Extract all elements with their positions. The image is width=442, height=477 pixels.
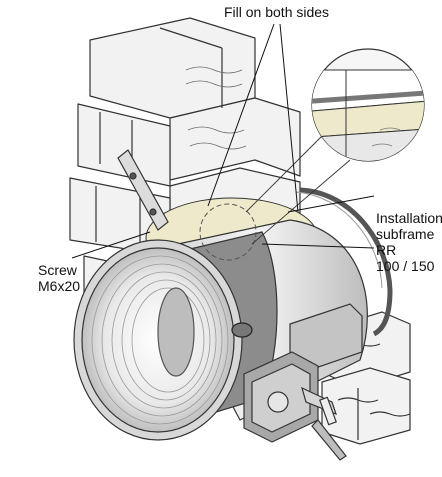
installation-subframe [295, 187, 393, 337]
screw-head-bottom [149, 208, 157, 216]
actuator-knob [267, 391, 289, 413]
leader-installation [287, 195, 375, 213]
label-screw: Screw M6x20 [38, 262, 80, 294]
magnifier-detail [311, 48, 425, 162]
leader-fill-left [207, 23, 275, 207]
damper-blade [157, 287, 195, 377]
label-screw-line1: Screw [38, 262, 77, 278]
label-screw-line2: M6x20 [38, 278, 81, 294]
label-installation-subframe: Installation subframe RR 100 / 150 [376, 210, 442, 274]
detail-marker [199, 203, 257, 261]
leader-screw [71, 231, 151, 259]
leader-lines [71, 23, 375, 259]
screw-head-top [129, 172, 137, 180]
magnifier-connectors [245, 135, 351, 245]
label-install-line4: 100 / 150 [376, 258, 435, 274]
actuator-lever [319, 396, 337, 426]
label-fill-on-both-sides: Fill on both sides [224, 4, 330, 20]
leader-fill-right [279, 23, 299, 213]
label-install-line3: RR [376, 242, 397, 258]
actuator [243, 303, 363, 461]
inspection-port [231, 322, 253, 338]
leader-size [261, 243, 375, 249]
label-install-line1: Installation [376, 210, 442, 226]
mounting-bracket [117, 149, 169, 231]
label-install-line2: subframe [376, 226, 435, 242]
